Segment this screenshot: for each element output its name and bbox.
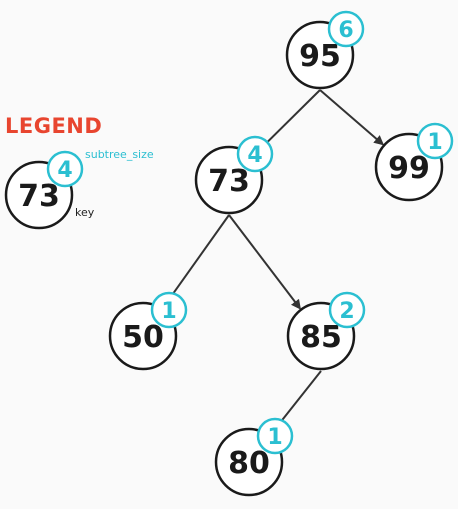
subtree-size-badge (236, 135, 274, 173)
node-key: 80 (228, 446, 270, 481)
subtree-size-badge (328, 291, 366, 329)
subtree-size-badge (150, 291, 188, 329)
legend-key-label: key (75, 206, 95, 219)
legend-node: 734 (4, 150, 84, 230)
subtree-size-value: 4 (57, 158, 72, 183)
tree-node-73: 734 (194, 135, 274, 215)
subtree-size-badge (327, 10, 365, 48)
edge-n73-n50 (162, 214, 230, 310)
legend-size-label: subtree_size (85, 148, 154, 161)
subtree-size-value: 4 (247, 143, 262, 168)
tree-node-99: 991 (374, 122, 454, 202)
tree-node-80: 801 (214, 417, 294, 497)
node-key: 95 (299, 39, 341, 74)
tree-node-85: 852 (286, 291, 366, 371)
node-key: 50 (122, 320, 164, 355)
subtree-size-value: 2 (339, 299, 354, 324)
edge-n95-n99 (319, 89, 385, 146)
subtree-size-badge (416, 122, 454, 160)
legend-example-node: 734 (4, 150, 84, 230)
subtree-size-value: 1 (427, 130, 442, 155)
subtree-size-value: 1 (267, 425, 282, 450)
node-key: 99 (388, 151, 430, 186)
legend-title: LEGEND (5, 114, 103, 138)
subtree-size-badge (46, 150, 84, 188)
node-key: 73 (18, 179, 60, 214)
subtree-size-value: 1 (161, 299, 176, 324)
tree-node-95: 956 (285, 10, 365, 90)
edge-n73-n85 (228, 214, 302, 310)
tree-node-50: 501 (108, 291, 188, 371)
node-key: 85 (300, 320, 342, 355)
subtree-size-badge (256, 417, 294, 455)
edges (162, 89, 385, 437)
node-key: 73 (208, 164, 250, 199)
subtree-size-value: 6 (338, 18, 353, 43)
